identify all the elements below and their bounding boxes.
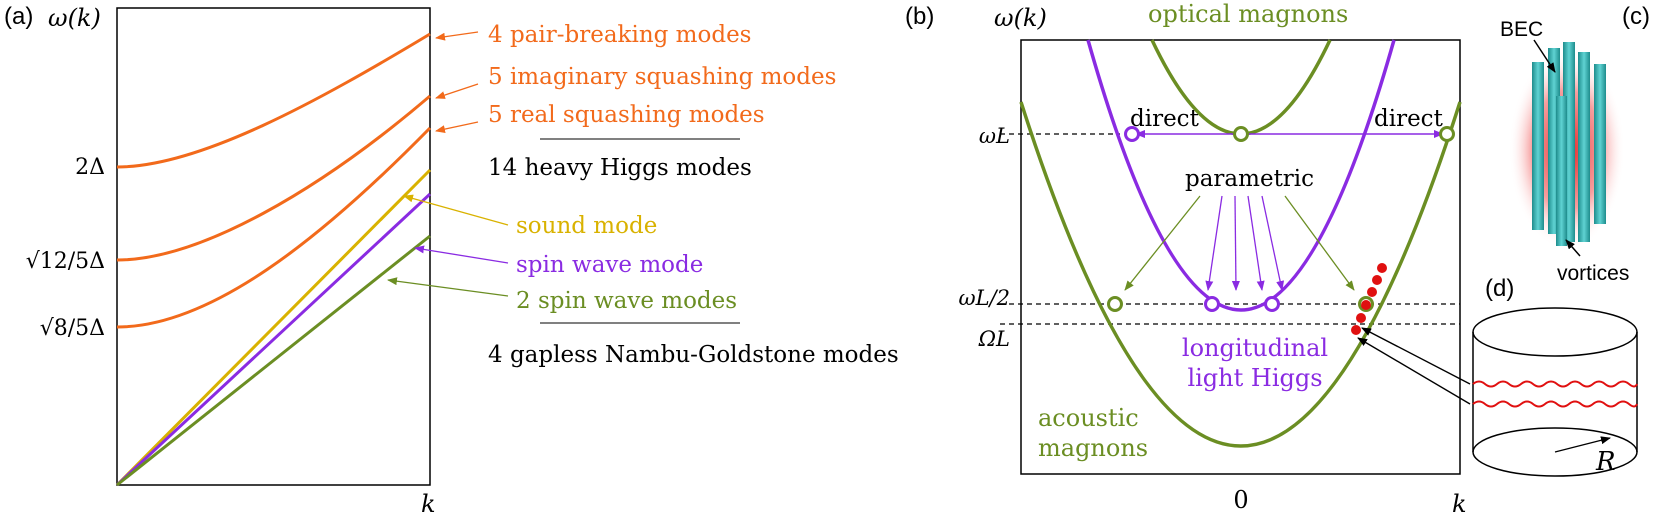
label-goldstone: 4 gapless Nambu-Goldstone modes [488, 342, 899, 368]
arrow-two-spin-wave [387, 277, 509, 297]
label-heavy-higgs: 14 heavy Higgs modes [488, 155, 752, 181]
acoustic-label-2: magnons [1038, 434, 1148, 462]
parametric-arrow-violet-4 [1261, 195, 1285, 291]
bec-label: BEC [1500, 18, 1543, 41]
imaginary-squashing-curve [116, 94, 431, 262]
light-higgs-curve [1086, 39, 1396, 312]
acoustic-magnon-curve [1019, 101, 1462, 448]
cylinder-top [1472, 307, 1638, 357]
panel-a-tag: (a) [4, 3, 33, 30]
parametric-arrow-olive-right [1284, 195, 1355, 291]
vortex-rod-5 [1594, 64, 1606, 224]
parametric-arrow-violet-2 [1231, 195, 1240, 291]
parametric-arrow-violet-1 [1205, 195, 1223, 291]
arrow-imaginary-squashing [435, 83, 479, 99]
label-real-squashing: 5 real squashing modes [488, 102, 765, 128]
marker-acoustic-left [1107, 296, 1123, 312]
gap-label-sqrt12-5: √12/5Δ [26, 249, 105, 274]
panel-b-x-axis-label: k [1452, 490, 1467, 516]
panel-a: (a) ω(k) k 2Δ √12/5Δ √8/5Δ 4 pair-breaki… [4, 3, 899, 516]
panel-a-frame [116, 7, 431, 486]
light-higgs-label-2: light Higgs [1187, 364, 1322, 392]
label-imaginary-squashing: 5 imaginary squashing modes [488, 64, 836, 90]
marker-direct-right [1439, 126, 1455, 142]
light-higgs-label-1: longitudinal [1182, 334, 1328, 362]
gap-label-sqrt8-5: √8/5Δ [40, 316, 105, 341]
optical-magnons-label: optical magnons [1148, 0, 1348, 28]
arrow-sound-mode [403, 194, 509, 226]
parametric-arrow-violet-3 [1247, 195, 1265, 291]
marker-higgs-left [1204, 296, 1220, 312]
pair-breaking-curve [116, 32, 431, 169]
label-two-spin-wave: 2 spin wave modes [516, 288, 737, 314]
panel-b-zero-tick: 0 [1233, 486, 1248, 514]
panel-d-tag: (d) [1485, 275, 1514, 302]
red-dot-1 [1351, 325, 1361, 335]
arrow-pair-breaking [435, 31, 479, 41]
red-dot-4 [1367, 287, 1377, 297]
panel-b: (b) ω(k) optical magnons 0 k ωL ωL/2 ΩL … [905, 0, 1467, 516]
wave-upper [1472, 380, 1638, 388]
vortex-rod-6 [1556, 96, 1567, 246]
parametric-label: parametric [1185, 166, 1314, 192]
marker-optical-bottom [1233, 126, 1249, 142]
marker-direct-left [1124, 126, 1140, 142]
level-label-omegaL-half: ωL/2 [958, 286, 1010, 310]
vortex-rod-4 [1578, 52, 1590, 242]
red-dot-6 [1377, 263, 1387, 273]
label-spin-wave: spin wave mode [516, 252, 703, 278]
spin-wave-mode-line [115, 192, 432, 487]
wave-arrow-lower [1357, 337, 1471, 405]
real-squashing-curve [116, 126, 432, 329]
marker-higgs-right [1264, 296, 1280, 312]
radius-label: R [1595, 447, 1616, 477]
wave-arrow-upper [1361, 327, 1471, 385]
panel-d: (d) R [1357, 275, 1638, 477]
red-dot-5 [1372, 275, 1382, 285]
vortices-label: vortices [1557, 262, 1629, 285]
two-spin-wave-line [116, 234, 431, 487]
panel-b-tag: (b) [905, 3, 934, 30]
red-dot-3 [1361, 300, 1371, 310]
panel-b-y-axis-label: ω(k) [994, 4, 1047, 32]
red-dot-2 [1356, 313, 1366, 323]
parametric-arrow-olive-left [1124, 195, 1201, 291]
panel-c: (c) BEC vortices [1500, 3, 1650, 285]
direct-label-right: direct [1374, 106, 1444, 132]
level-label-omegaL: ωL [979, 124, 1010, 148]
acoustic-label-1: acoustic [1038, 404, 1139, 432]
cylinder-bottom [1472, 427, 1638, 477]
panel-c-tag: (c) [1622, 3, 1650, 30]
sound-mode-line [115, 168, 432, 487]
wave-lower [1472, 400, 1638, 408]
gap-label-2delta: 2Δ [75, 155, 105, 180]
bec-arrow [1533, 39, 1556, 73]
arrow-real-squashing [435, 121, 479, 134]
direct-label-left: direct [1130, 106, 1200, 132]
vortex-rod-1 [1532, 62, 1544, 230]
label-sound-mode: sound mode [516, 213, 657, 239]
level-label-OmegaL: ΩL [978, 327, 1010, 351]
panel-a-x-axis-label: k [421, 490, 436, 516]
panel-a-y-axis-label: ω(k) [48, 4, 101, 32]
arrow-spin-wave [414, 245, 509, 264]
panel-b-frame [1020, 39, 1461, 475]
vortices-arrow [1565, 239, 1581, 257]
radius-arrow [1554, 436, 1611, 453]
label-pair-breaking: 4 pair-breaking modes [488, 22, 751, 48]
